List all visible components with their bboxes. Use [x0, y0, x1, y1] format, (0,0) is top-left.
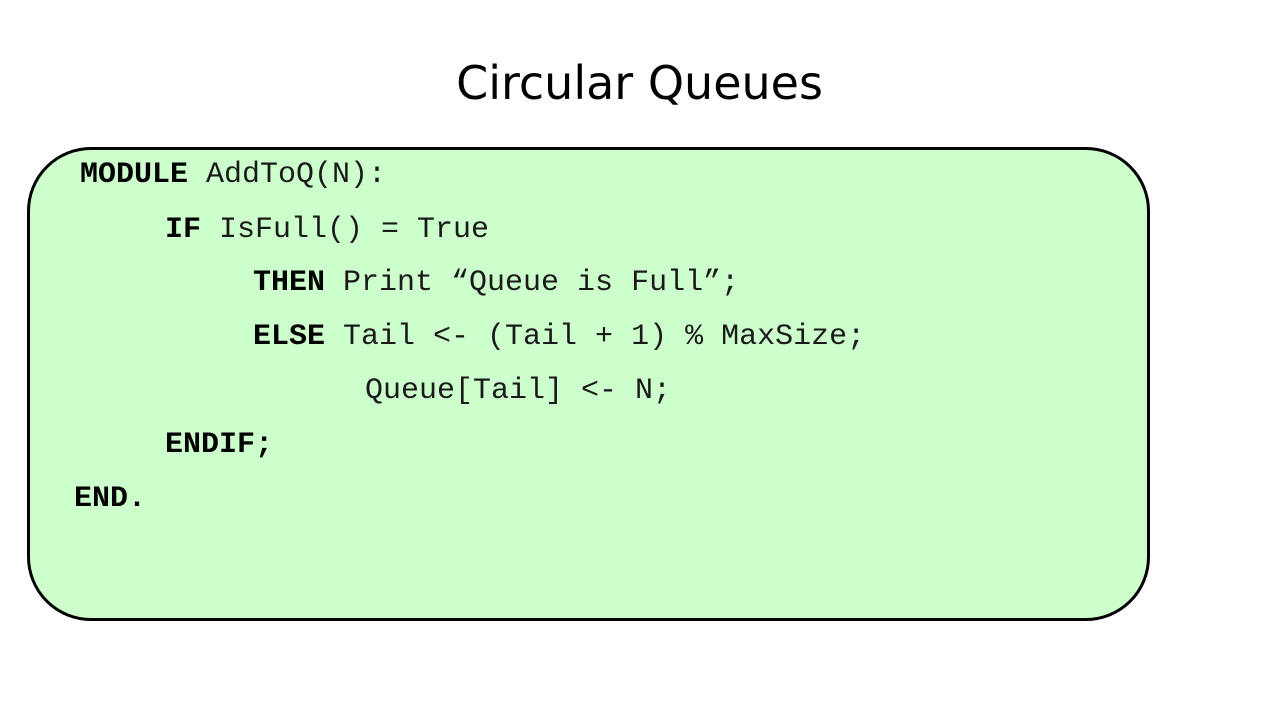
- code-line-if: IF IsFull() = True: [165, 213, 489, 247]
- code-line-then: THEN Print “Queue is Full”;: [253, 266, 739, 300]
- module-signature: AddToQ(N):: [188, 158, 387, 192]
- then-statement: Print “Queue is Full”;: [325, 266, 740, 300]
- keyword-endif: ENDIF;: [165, 428, 274, 462]
- keyword-then: THEN: [253, 266, 326, 300]
- if-condition: IsFull() = True: [201, 213, 490, 247]
- keyword-else: ELSE: [253, 320, 326, 354]
- assign-statement: Queue[Tail] <- N;: [365, 374, 672, 408]
- keyword-module: MODULE: [80, 158, 189, 192]
- slide-title: Circular Queues: [456, 56, 823, 110]
- code-line-endif: ENDIF;: [165, 428, 273, 462]
- keyword-if: IF: [165, 213, 202, 247]
- code-line-assign: Queue[Tail] <- N;: [365, 374, 671, 408]
- else-statement: Tail <- (Tail + 1) % MaxSize;: [325, 320, 866, 354]
- keyword-end: END.: [74, 482, 147, 516]
- code-block: [27, 147, 1150, 621]
- code-line-module: MODULE AddToQ(N):: [80, 158, 386, 192]
- code-line-else: ELSE Tail <- (Tail + 1) % MaxSize;: [253, 320, 865, 354]
- code-line-end: END.: [74, 482, 146, 516]
